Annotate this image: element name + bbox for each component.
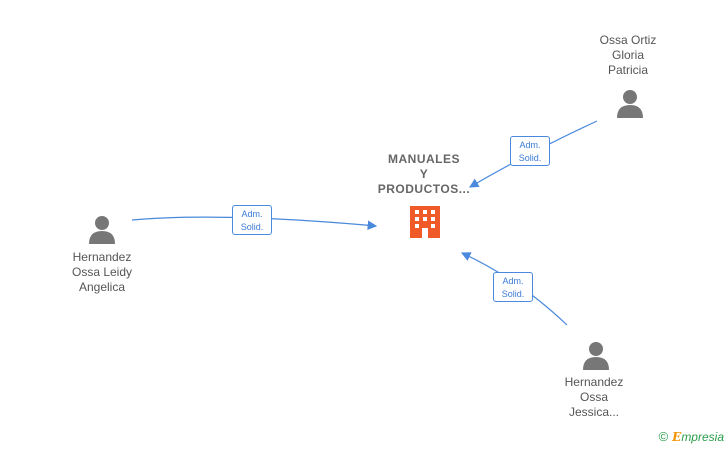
person-name-leidy[interactable]: Hernandez Ossa Leidy Angelica [71,250,133,294]
relation-label-gloria[interactable]: Adm. Solid. [510,136,550,166]
brand-name: mpresia [681,430,724,444]
relation-label-jessica[interactable]: Adm. Solid. [493,272,533,302]
company-name[interactable]: MANUALES Y PRODUCTOS... [377,152,471,196]
brand-initial: E [672,430,682,444]
company-building-icon[interactable] [409,204,441,240]
person-icon[interactable] [87,214,117,244]
person-icon[interactable] [581,340,611,370]
person-name-gloria[interactable]: Ossa Ortiz Gloria Patricia [599,33,657,77]
person-icon[interactable] [615,88,645,118]
brand-logo[interactable]: ©Empresia [659,429,724,444]
person-name-jessica[interactable]: Hernandez Ossa Jessica... [564,375,624,419]
copyright-icon: © [658,429,669,444]
relation-label-leidy[interactable]: Adm. Solid. [232,205,272,235]
